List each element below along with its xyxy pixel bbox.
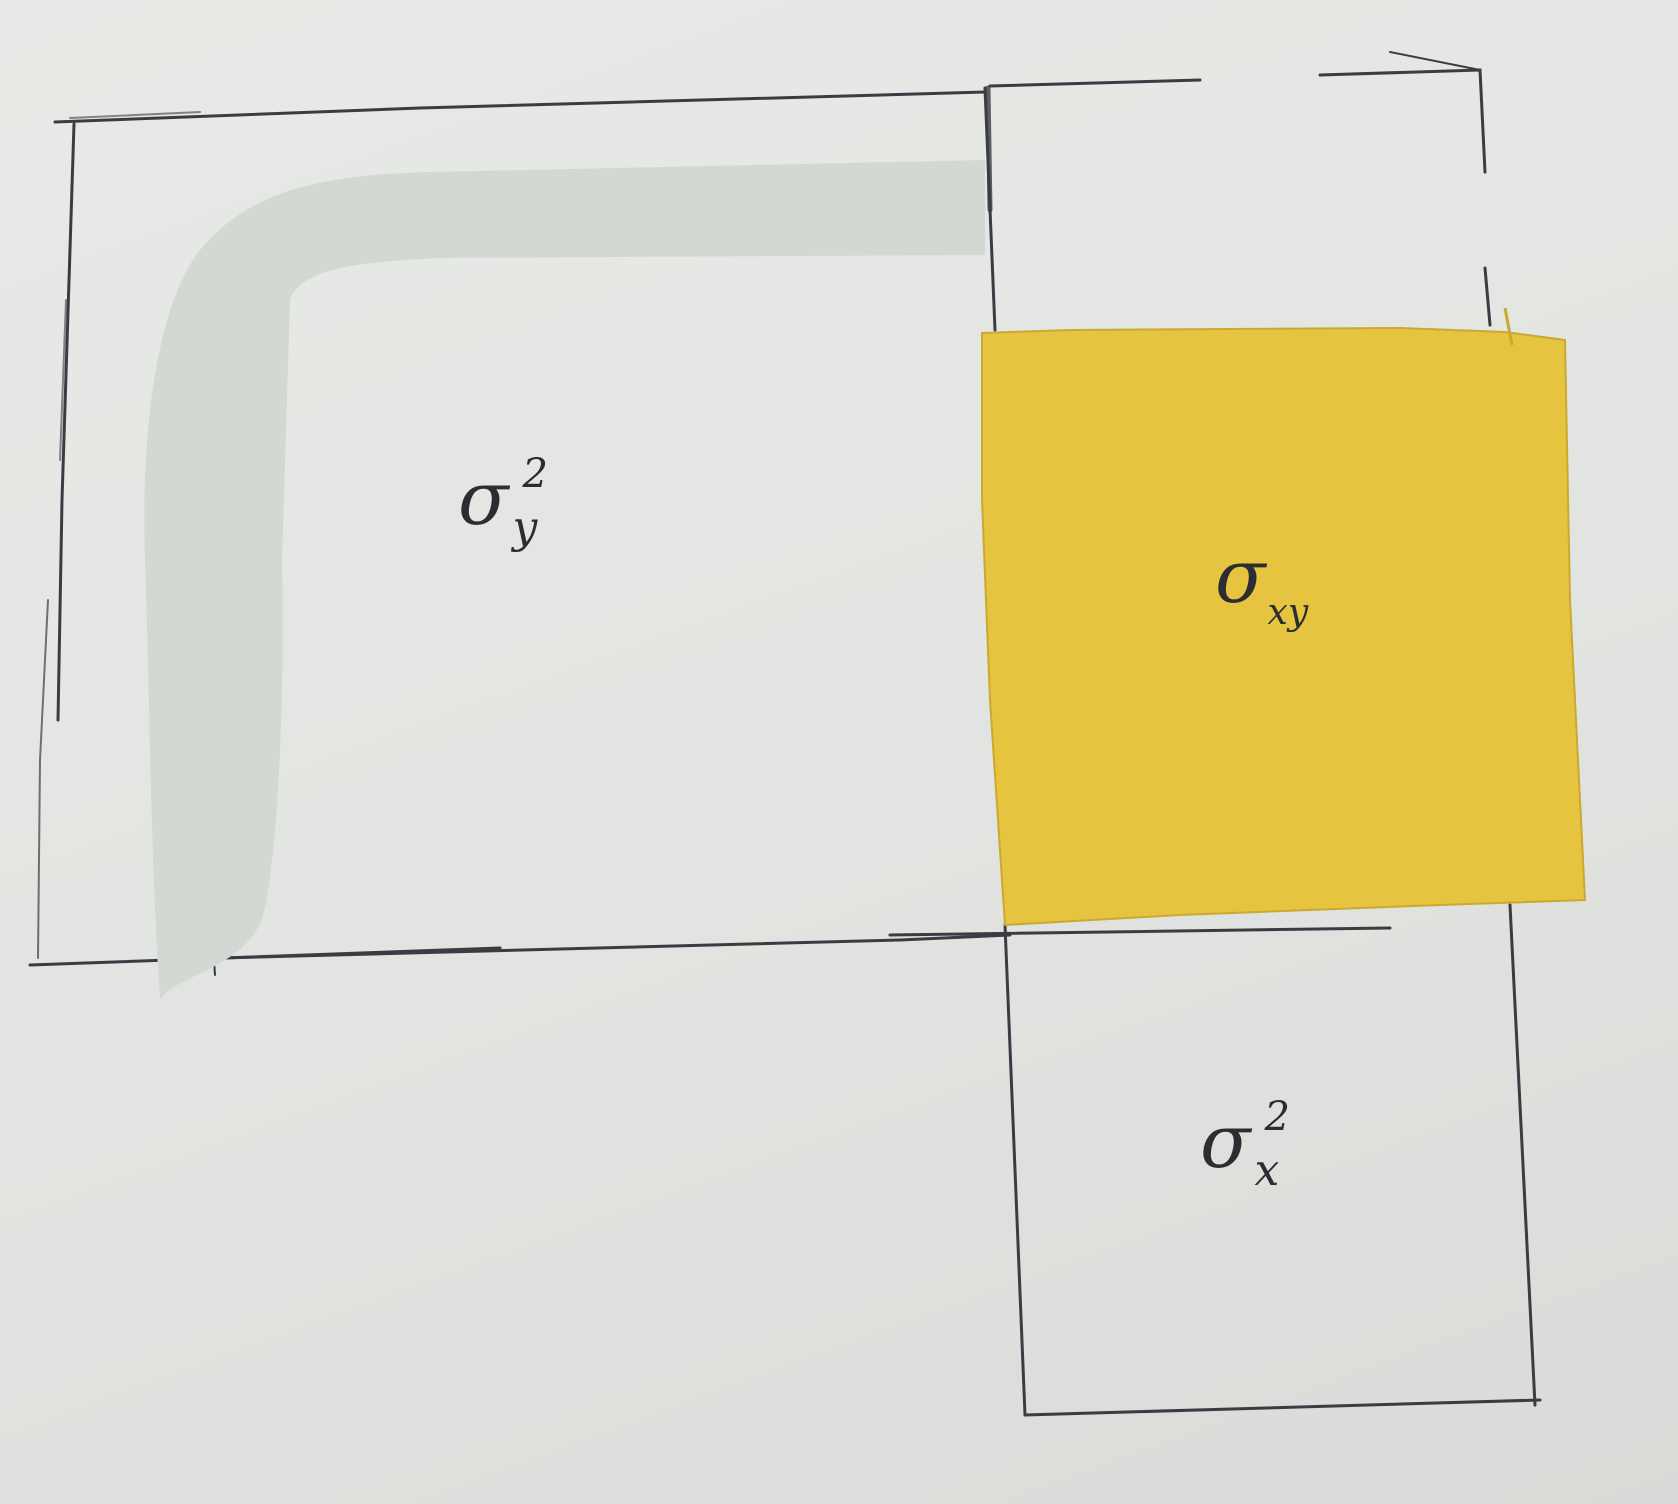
sticky-note xyxy=(981,307,1587,927)
sigma-y-box xyxy=(28,51,1481,976)
sigma-x-subscript: x xyxy=(1254,1145,1280,1196)
eraser-smear xyxy=(144,160,985,1000)
sigma-y-subscript: y xyxy=(512,502,538,553)
sigma-y-superscript: 2 xyxy=(522,451,548,497)
sigma-xy-symbol: σ xyxy=(1215,534,1266,620)
sigma-xy-label: σxy xyxy=(1215,540,1308,631)
sigma-x-box xyxy=(888,903,1542,1417)
sigma-y-symbol: σ xyxy=(458,456,509,542)
sigma-xy-subscript: xy xyxy=(1267,592,1309,633)
sigma-xy-box-outline xyxy=(988,68,1492,327)
sigma-x-superscript: 2 xyxy=(1264,1094,1290,1140)
sigma-x-symbol: σ xyxy=(1200,1099,1251,1185)
